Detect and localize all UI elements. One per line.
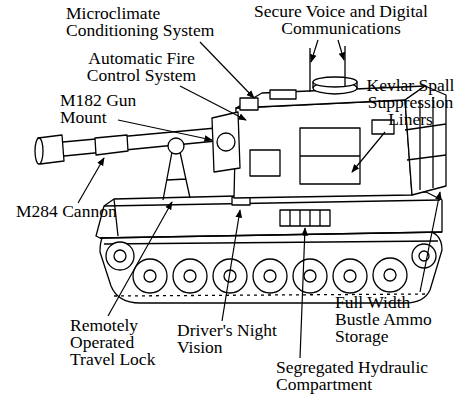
turret: [234, 100, 412, 198]
track-assembly: [293, 259, 327, 293]
part-label: Secure Voice and Digital Communications: [254, 3, 428, 37]
hull: [96, 192, 442, 238]
turret: [405, 124, 446, 160]
track-assembly: [213, 259, 247, 293]
track-assembly: [133, 259, 167, 293]
track-assembly: [333, 259, 367, 293]
part-label: Segregated Hydraulic Compartment: [276, 359, 430, 393]
part-label: Automatic Fire Control System: [86, 50, 197, 84]
part-label: Remotely Operated Travel Lock: [70, 317, 157, 368]
hull: [100, 232, 442, 238]
leader-line: [108, 202, 172, 316]
turret: [240, 98, 258, 110]
cannon: [217, 133, 235, 151]
track-assembly: [106, 242, 134, 270]
leader-line: [222, 210, 240, 321]
track-assembly: [304, 270, 316, 282]
hull: [290, 210, 320, 226]
hull: [280, 210, 330, 226]
track-assembly: [373, 258, 407, 292]
turret: [300, 128, 360, 184]
travel-lock: [163, 152, 190, 200]
turret: [313, 77, 357, 87]
leader-line: [118, 120, 212, 140]
leader-line: [338, 40, 344, 60]
turret: [250, 150, 280, 176]
track-assembly: [264, 270, 276, 282]
part-label: M284 Cannon: [16, 203, 118, 220]
track-assembly: [104, 241, 438, 244]
turret: [310, 46, 345, 92]
track-assembly: [173, 259, 207, 293]
track-assembly: [344, 270, 356, 282]
track-assembly: [144, 270, 156, 282]
turret: [300, 155, 360, 156]
track-assembly: [100, 230, 442, 303]
track-assembly: [114, 250, 126, 262]
part-label: Full Width Bustle Ammo Storage: [335, 294, 433, 345]
track-assembly: [100, 230, 442, 303]
cannon: [52, 128, 216, 157]
leader-line: [78, 158, 104, 203]
track-assembly: [184, 270, 196, 282]
track-assembly: [384, 269, 396, 281]
travel-lock: [168, 138, 184, 154]
cannon: [212, 112, 240, 172]
hull: [104, 200, 440, 206]
part-label: Microclimate Conditioning System: [66, 5, 216, 39]
leader-line: [200, 42, 254, 98]
leader-line: [420, 192, 440, 292]
turret: [270, 90, 296, 99]
leader-line: [180, 86, 246, 120]
track-assembly: [412, 244, 436, 268]
cannon: [95, 135, 128, 155]
travel-lock: [163, 138, 190, 200]
part-label: M182 Gun Mount: [60, 92, 138, 126]
hull: [96, 192, 442, 238]
leader-line: [311, 40, 318, 62]
leader-line: [300, 228, 305, 358]
track-assembly: [253, 259, 287, 293]
part-label: Kevlar Spall Suppression Liners: [366, 77, 455, 128]
cannon: [35, 138, 43, 164]
part-label: Driver's Night Vision: [177, 322, 278, 356]
leader-line: [352, 132, 385, 172]
